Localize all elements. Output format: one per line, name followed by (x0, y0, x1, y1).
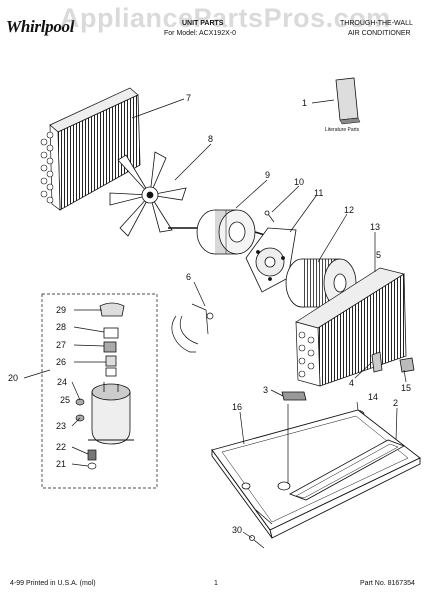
leader-lines (23, 98, 407, 539)
overload-protector (103, 327, 119, 377)
callout-15: 15 (401, 383, 411, 393)
fan-motor (168, 209, 269, 255)
compressor-group-frame (41, 293, 158, 489)
pan-mount (241, 481, 291, 525)
evaporator-coil (295, 267, 407, 387)
blower-wheel (285, 258, 357, 308)
callout-13: 13 (370, 222, 380, 232)
callout-21: 21 (56, 459, 66, 469)
header-product-2: AIR CONDITIONER (348, 30, 411, 37)
callout-numbers: 1 2 3 4 5 6 7 8 9 10 11 12 13 14 15 16 2… (8, 93, 411, 535)
mount-screw (264, 210, 275, 223)
callout-25: 25 (60, 395, 70, 405)
callout-9: 9 (265, 170, 270, 180)
condenser-fan-blade (109, 151, 187, 237)
header-model: For Model: ACX192X-0 (164, 30, 236, 37)
footer-part-number: Part No. 8167354 (360, 580, 415, 587)
watermark: AppliancePartsPros.com (60, 3, 391, 33)
callout-7: 7 (186, 93, 191, 103)
motor-mount-bracket (245, 227, 297, 293)
footer-print-info: 4-99 Printed in U.S.A. (mol) (10, 580, 96, 587)
compressor (88, 382, 134, 445)
terminal-cover (99, 302, 125, 317)
clip (399, 357, 415, 373)
callout-6: 6 (186, 272, 191, 282)
base-pan (211, 409, 421, 539)
callout-27: 27 (56, 340, 66, 350)
header-brand: Whirlpool (6, 17, 75, 36)
tubing-assembly (171, 303, 214, 353)
callout-20: 20 (8, 373, 18, 383)
callout-30: 30 (232, 525, 242, 535)
callout-22: 22 (56, 442, 66, 452)
header-title: UNIT PARTS (182, 20, 224, 27)
callout-12: 12 (344, 205, 354, 215)
literature-booklet (335, 77, 361, 125)
callout-5: 5 (376, 250, 381, 260)
callout-11: 11 (314, 188, 323, 198)
callout-14: 14 (368, 392, 378, 402)
callout-1: 1 (302, 98, 307, 108)
drain-strip (289, 439, 405, 501)
callout-28: 28 (56, 322, 66, 332)
footer-page-number: 1 (214, 580, 218, 587)
literature-label: Literature Parts (325, 127, 360, 133)
callout-3: 3 (263, 385, 268, 395)
callout-24: 24 (57, 377, 67, 387)
callout-26: 26 (56, 357, 66, 367)
condenser-coil (40, 87, 141, 211)
callout-2: 2 (393, 398, 398, 408)
callout-8: 8 (208, 134, 213, 144)
callout-16: 16 (232, 402, 242, 412)
callout-23: 23 (56, 421, 66, 431)
coil-bracket (371, 351, 383, 373)
header-product-1: THROUGH-THE-WALL (340, 20, 413, 27)
callout-4: 4 (349, 378, 354, 388)
bracket-3 (281, 391, 307, 401)
callout-10: 10 (294, 177, 304, 187)
callout-29: 29 (56, 305, 66, 315)
